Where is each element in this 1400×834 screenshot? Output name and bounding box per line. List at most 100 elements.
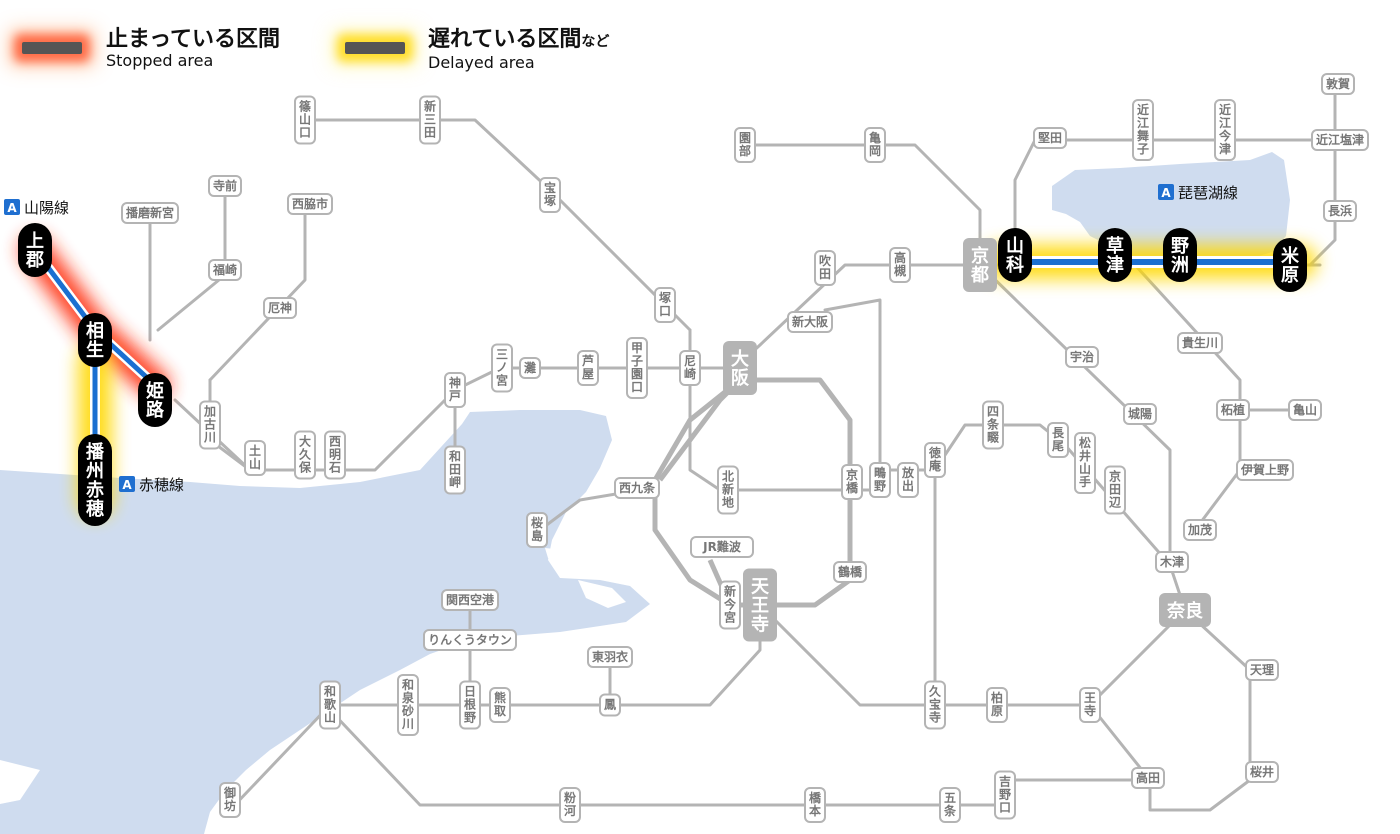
station-新大阪[interactable]: 新大阪: [787, 311, 833, 333]
station-五条[interactable]: 五条: [939, 787, 961, 823]
station-柏原[interactable]: 柏原: [986, 687, 1008, 723]
station-大久保[interactable]: 大久保: [294, 430, 316, 480]
station-土山[interactable]: 土山: [244, 440, 266, 476]
station-label: JR難波: [702, 539, 742, 554]
station-label: 天理: [1250, 663, 1274, 677]
station-熊取[interactable]: 熊取: [489, 687, 511, 723]
station-鴫野[interactable]: 鴫野: [869, 462, 891, 498]
station-京橋[interactable]: 京橋: [841, 464, 863, 500]
station-御坊[interactable]: 御坊: [219, 782, 241, 818]
station-新今宮[interactable]: 新今宮: [719, 580, 741, 630]
station-天王寺[interactable]: 天王寺: [743, 568, 777, 642]
station-近江塩津[interactable]: 近江塩津: [1311, 129, 1369, 151]
station-label-char: 日: [464, 685, 476, 699]
station-宇治[interactable]: 宇治: [1065, 346, 1099, 368]
station-鶴橋[interactable]: 鶴橋: [833, 561, 867, 583]
station-label-char: 山: [324, 710, 336, 725]
station-灘[interactable]: 灘: [519, 357, 541, 379]
station-木津[interactable]: 木津: [1155, 551, 1189, 573]
station-長浜[interactable]: 長浜: [1323, 200, 1357, 222]
station-柘植[interactable]: 柘植: [1216, 399, 1250, 421]
station-桜井[interactable]: 桜井: [1245, 761, 1279, 783]
station-塚口[interactable]: 塚口: [654, 287, 676, 323]
station-粉河[interactable]: 粉河: [559, 787, 581, 823]
station-りんくうタウン[interactable]: りんくうタウン: [423, 629, 517, 651]
station-吉野口[interactable]: 吉野口: [994, 770, 1016, 820]
station-吹田[interactable]: 吹田: [814, 250, 836, 286]
station-和歌山[interactable]: 和歌山: [319, 680, 341, 730]
station-桜島[interactable]: 桜島: [526, 512, 548, 548]
station-高槻[interactable]: 高槻: [889, 247, 911, 283]
station-西脇市[interactable]: 西脇市: [287, 193, 333, 215]
station-野洲[interactable]: 野洲: [1163, 228, 1197, 282]
station-園部[interactable]: 園部: [734, 127, 756, 163]
station-四条畷[interactable]: 四条畷: [982, 400, 1004, 450]
station-久宝寺[interactable]: 久宝寺: [924, 680, 946, 730]
station-西九条[interactable]: 西九条: [614, 477, 660, 499]
station-天理[interactable]: 天理: [1245, 659, 1279, 681]
station-新三田[interactable]: 新三田: [419, 95, 441, 145]
station-亀岡[interactable]: 亀岡: [864, 127, 886, 163]
station-上郡[interactable]: 上郡: [18, 223, 52, 277]
station-JR難波[interactable]: JR難波: [690, 536, 754, 558]
station-播磨新宮[interactable]: 播磨新宮: [121, 202, 179, 224]
station-伊賀上野[interactable]: 伊賀上野: [1236, 459, 1294, 481]
station-東羽衣[interactable]: 東羽衣: [587, 646, 633, 668]
station-米原[interactable]: 米原: [1273, 238, 1307, 292]
station-高田[interactable]: 高田: [1131, 767, 1165, 789]
station-城陽[interactable]: 城陽: [1123, 403, 1157, 425]
station-亀山[interactable]: 亀山: [1288, 399, 1322, 421]
station-関西空港[interactable]: 関西空港: [441, 589, 499, 611]
station-貴生川[interactable]: 貴生川: [1177, 332, 1223, 354]
station-王寺[interactable]: 王寺: [1079, 687, 1101, 723]
station-label-char: 科: [1006, 254, 1024, 276]
station-label-char: 原: [991, 704, 1003, 718]
station-福崎[interactable]: 福崎: [208, 259, 242, 281]
station-marker: [982, 400, 1004, 450]
station-label-char: 宮: [724, 610, 736, 625]
station-加茂[interactable]: 加茂: [1183, 519, 1217, 541]
station-label-char: 野: [999, 788, 1011, 802]
station-marker: [397, 674, 419, 736]
station-厄神[interactable]: 厄神: [263, 297, 297, 319]
station-和田岬[interactable]: 和田岬: [444, 445, 466, 495]
station-京田辺[interactable]: 京田辺: [1104, 465, 1126, 515]
station-尼崎[interactable]: 尼崎: [679, 350, 701, 386]
station-徳庵[interactable]: 徳庵: [924, 442, 946, 478]
station-奈良[interactable]: 奈良: [1159, 593, 1211, 627]
station-宝塚[interactable]: 宝塚: [539, 177, 561, 213]
station-label-char: 土: [249, 443, 261, 458]
station-北新地[interactable]: 北新地: [717, 465, 739, 515]
station-草津[interactable]: 草津: [1098, 228, 1132, 282]
station-label-char: 宮: [496, 373, 508, 388]
station-姫路[interactable]: 姫路: [138, 373, 172, 427]
station-敦賀[interactable]: 敦賀: [1321, 73, 1355, 95]
station-京都[interactable]: 京都: [963, 238, 997, 292]
station-label-char: 尾: [1052, 439, 1064, 453]
line-a-icon: [119, 476, 135, 492]
station-日根野[interactable]: 日根野: [459, 680, 481, 730]
station-篠山口[interactable]: 篠山口: [294, 95, 316, 145]
station-加古川[interactable]: 加古川: [199, 400, 221, 450]
station-西明石[interactable]: 西明石: [324, 430, 346, 480]
station-山科[interactable]: 山科: [998, 228, 1032, 282]
station-鳳[interactable]: 鳳: [599, 693, 621, 717]
station-三ノ宮[interactable]: 三ノ宮: [491, 343, 513, 393]
station-相生[interactable]: 相生: [78, 313, 112, 367]
station-芦屋[interactable]: 芦屋: [577, 350, 599, 386]
station-神戸[interactable]: 神戸: [444, 372, 466, 408]
station-堅田[interactable]: 堅田: [1033, 127, 1067, 149]
station-放出[interactable]: 放出: [897, 462, 919, 498]
station-橋本[interactable]: 橋本: [804, 787, 826, 823]
harbor-land: [545, 548, 600, 572]
station-marker: [897, 462, 919, 498]
station-長尾[interactable]: 長尾: [1047, 422, 1069, 458]
station-寺前[interactable]: 寺前: [208, 175, 242, 197]
station-大阪[interactable]: 大阪: [723, 341, 757, 395]
